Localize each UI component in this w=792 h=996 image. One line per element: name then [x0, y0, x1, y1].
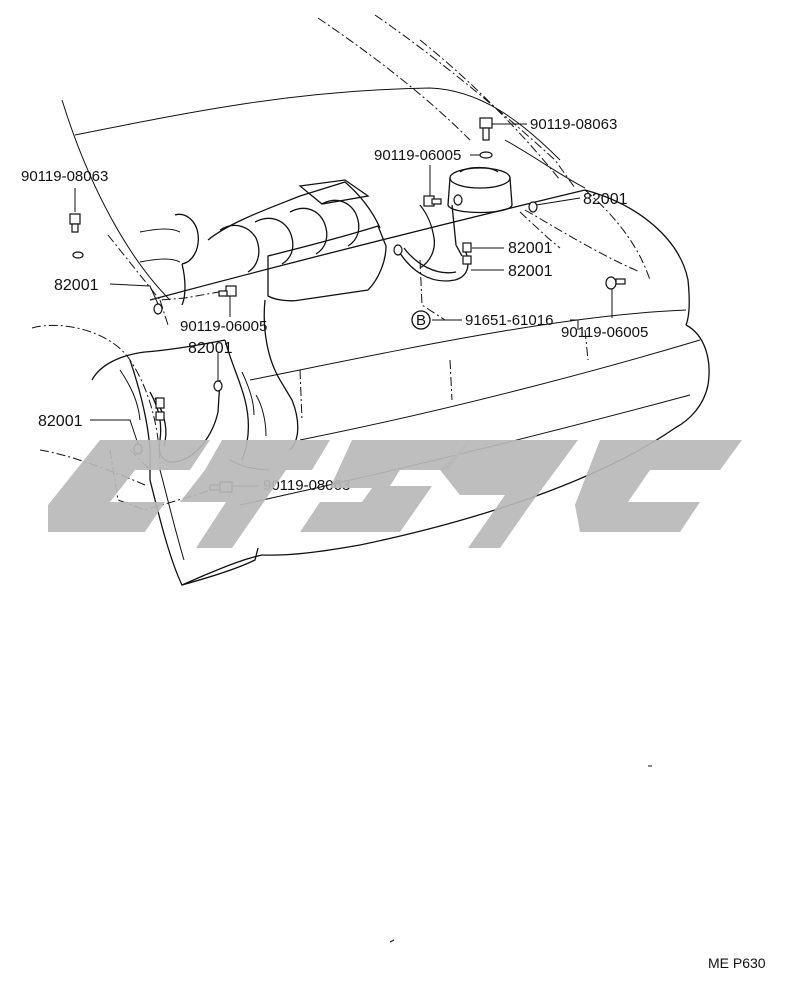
bolt-06005-left: [218, 285, 237, 297]
callout-82001-right-mid: 82001: [508, 240, 553, 257]
hood-outline: [61, 14, 586, 301]
reservoir-tank: [447, 166, 513, 214]
stray-marks: [389, 765, 652, 943]
clip-82001-inner: [393, 244, 403, 256]
watermark-logo: [48, 440, 742, 548]
svg-text:B: B: [416, 312, 426, 329]
bolt-c1: [479, 117, 493, 141]
clip-82001-a: [153, 303, 163, 315]
callout-90119-06005-right: 90119-06005: [561, 324, 648, 341]
callout-82001-left-top: 82001: [54, 277, 99, 294]
callout-82001-right-low: 82001: [508, 263, 553, 280]
callout-90119-08063-left: 90119-08063: [21, 168, 108, 185]
callout-91651-61016: 91651-61016: [465, 312, 553, 329]
clip-82001-mid: [213, 380, 223, 392]
bolt-c2: [69, 213, 81, 233]
callout-82001-mid: 82001: [188, 340, 233, 357]
bolt-c3b: [423, 195, 442, 207]
bolt-06005-right: [605, 276, 626, 290]
circle-marker-b: B: [411, 310, 431, 330]
callout-82001-left-low: 82001: [38, 413, 83, 430]
washer-c3: [479, 151, 493, 159]
grommet-c2: [72, 251, 84, 259]
leader-lines: [74, 123, 613, 487]
callout-82001-right-top: 82001: [583, 191, 628, 208]
callout-90119-06005-left: 90119-06005: [180, 318, 267, 335]
reference-code: ME P630: [708, 955, 766, 971]
callout-90119-06005-top: 90119-06005: [374, 147, 461, 164]
callout-90119-08063-top: 90119-08063: [530, 116, 617, 133]
engine-block: [91, 179, 387, 471]
clip-82001-right: [453, 194, 538, 265]
callout-90119-08063-low: 90119-08063: [263, 477, 350, 494]
callout-labels: 90119-08063 90119-08063 90119-06005 8200…: [21, 116, 648, 494]
